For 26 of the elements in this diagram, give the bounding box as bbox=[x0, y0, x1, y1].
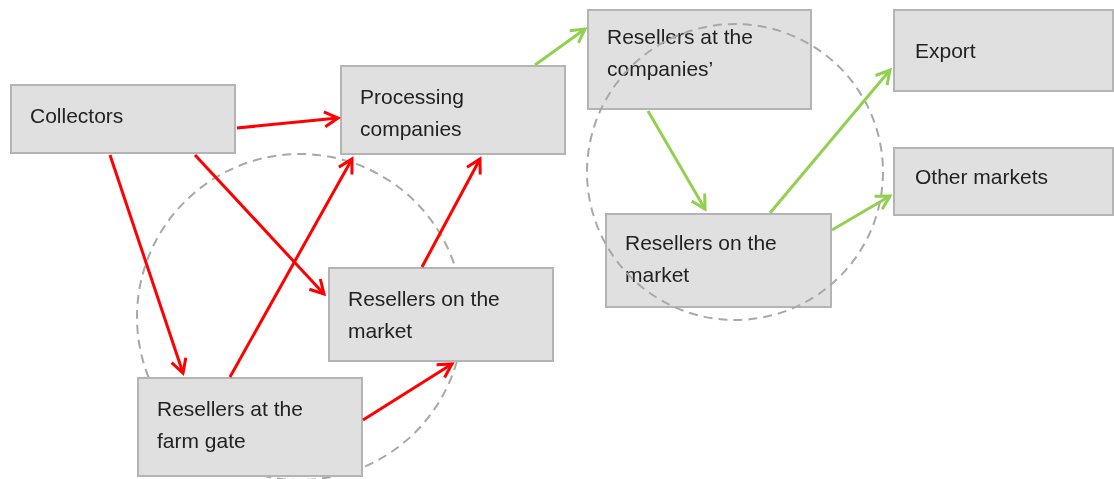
arrow bbox=[646, 110, 707, 211]
arrow bbox=[228, 157, 354, 378]
node-label: Resellers at the companies’ bbox=[607, 24, 754, 82]
process-box bbox=[10, 84, 236, 154]
process-box bbox=[137, 377, 363, 477]
node-label: Collectors bbox=[30, 103, 125, 129]
node-label: Processing companies bbox=[360, 84, 465, 142]
arrow bbox=[108, 154, 188, 375]
process-box bbox=[328, 267, 554, 362]
process-box bbox=[340, 65, 566, 155]
arrow bbox=[831, 194, 892, 232]
arrow bbox=[193, 153, 326, 296]
process-box bbox=[893, 9, 1114, 92]
process-box bbox=[587, 9, 812, 110]
arrow bbox=[420, 157, 482, 268]
node-label: Resellers on the market bbox=[348, 286, 501, 344]
arrow bbox=[768, 68, 892, 214]
node-label: Other markets bbox=[915, 164, 1050, 190]
arrow bbox=[236, 110, 340, 130]
arrow bbox=[362, 362, 454, 422]
process-box bbox=[605, 213, 832, 308]
node-label: Resellers on the market bbox=[625, 230, 778, 288]
process-box bbox=[893, 147, 1114, 216]
arrow bbox=[534, 27, 587, 67]
node-label: Export bbox=[915, 38, 977, 64]
node-label: Resellers at the farm gate bbox=[157, 396, 304, 454]
